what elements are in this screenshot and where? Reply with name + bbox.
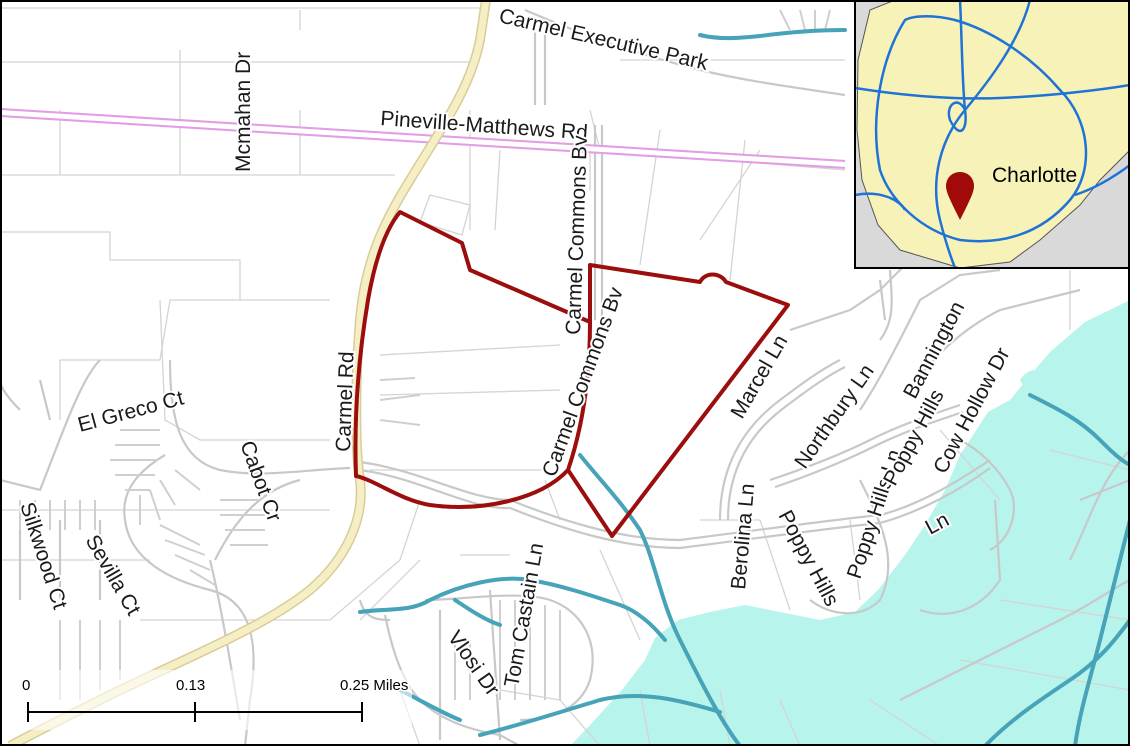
locator-inset: Charlotte — [854, 0, 1130, 269]
subject-boundary-edge — [566, 321, 592, 471]
streams — [358, 28, 1130, 746]
subject-boundary — [353, 210, 790, 538]
pineville-matthews-road — [0, 108, 846, 169]
label-mcmahan-dr: Mcmahan Dr — [232, 52, 255, 172]
water-body — [570, 300, 1130, 746]
scale-tick-end: 0.25 Miles — [340, 677, 408, 694]
map-pin-icon — [946, 172, 974, 220]
inset-city-label: Charlotte — [992, 164, 1077, 187]
scale-bar: 0 0.13 0.25 Miles — [12, 670, 412, 730]
label-carmel-rd: Carmel Rd — [332, 351, 358, 452]
parcel-lines — [0, 7, 1130, 746]
inset-highways — [854, 0, 1130, 269]
scale-tick-0: 0 — [22, 677, 30, 694]
water-body-pond — [1020, 370, 1048, 390]
cul-de-sac-lots — [19, 9, 831, 700]
inset-city-area — [856, 0, 1130, 269]
scale-tick-mid: 0.13 — [176, 677, 205, 694]
